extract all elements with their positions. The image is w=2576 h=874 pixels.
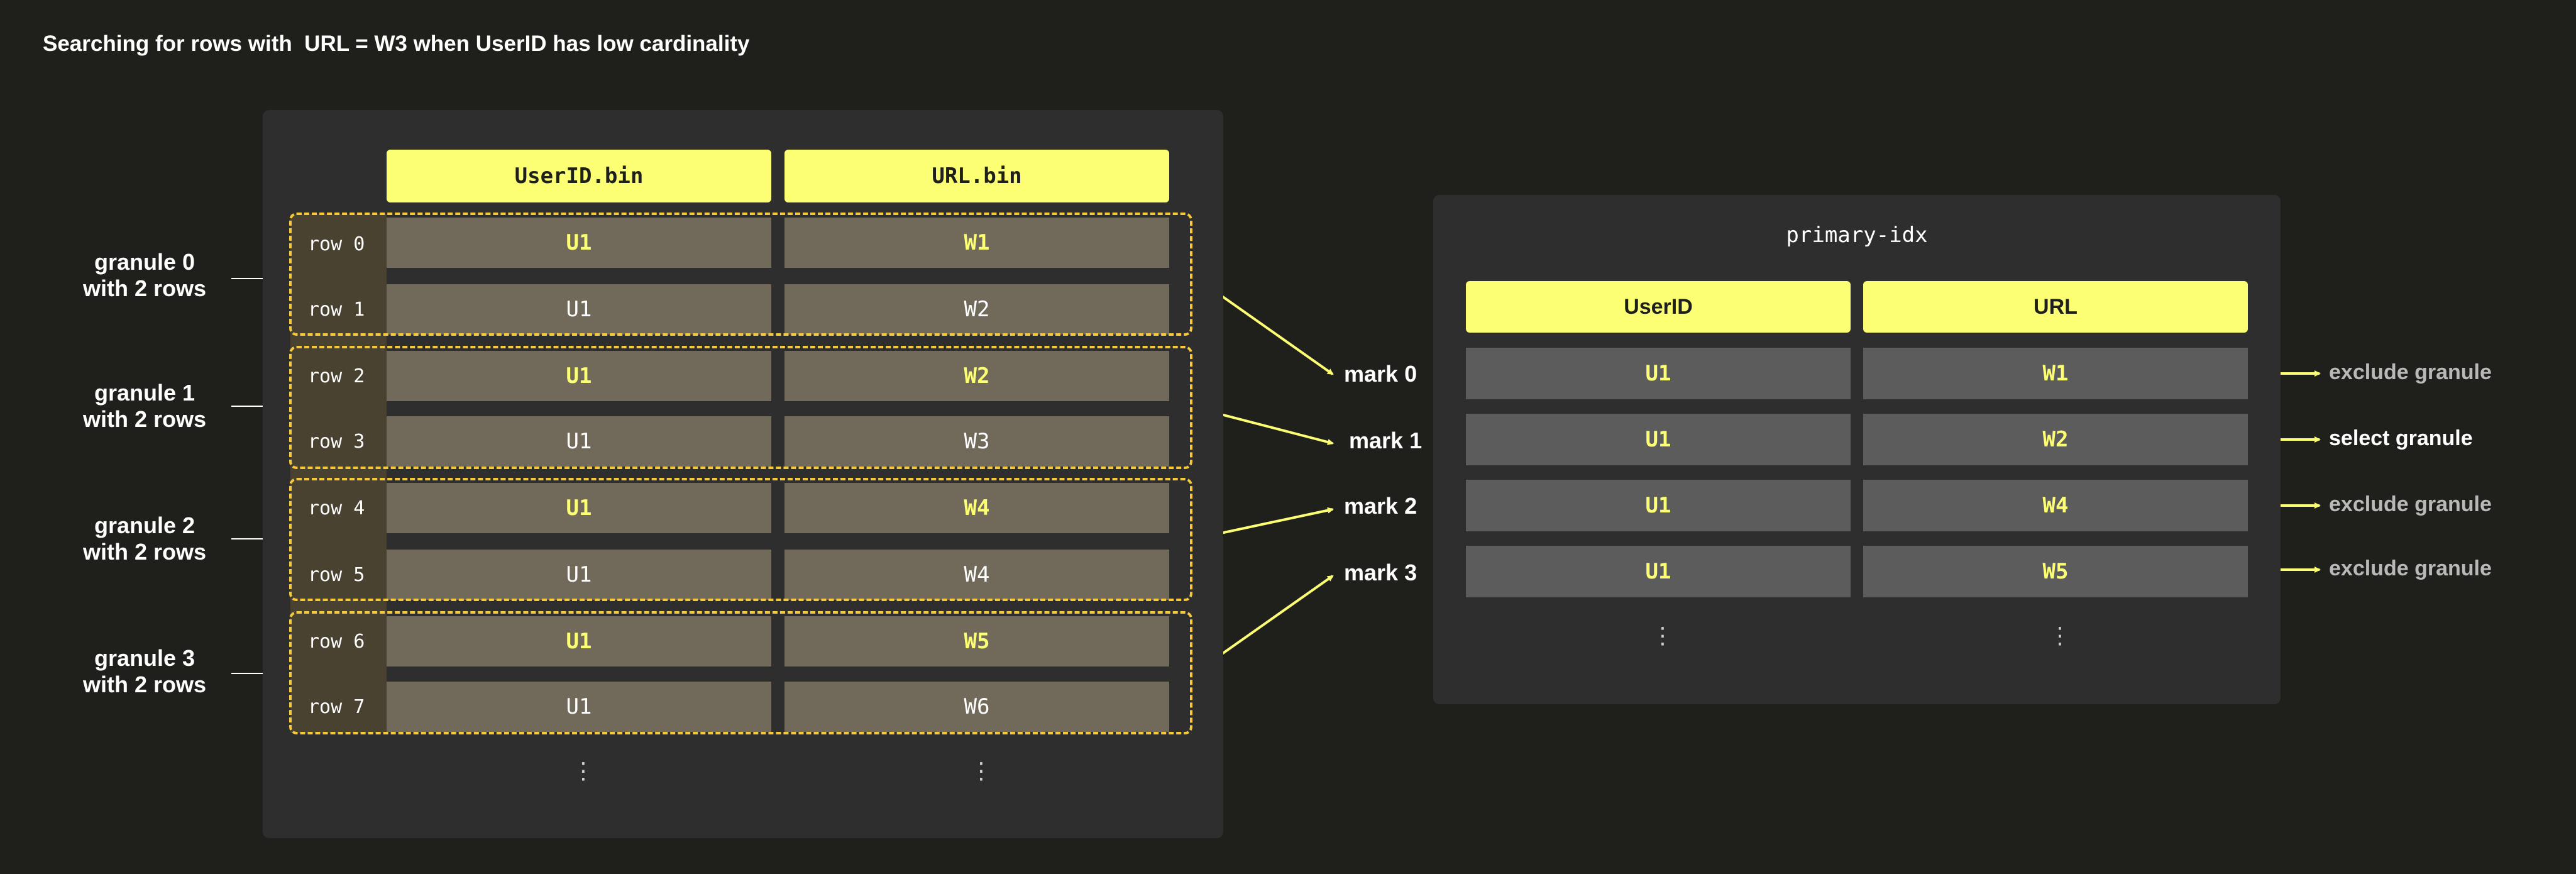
userid-cell-4: U1 — [387, 483, 771, 533]
userid-cell-0: U1 — [387, 218, 771, 268]
row-label-4: row 4 — [308, 497, 365, 519]
index-url-cell-2: W4 — [1863, 480, 2248, 531]
userid-cell-2: U1 — [387, 351, 771, 401]
url-ellipsis: ⋮ — [970, 758, 993, 783]
row-label-2: row 2 — [308, 365, 365, 387]
url-cell-2: W2 — [784, 351, 1169, 401]
index-url-cell-0: W1 — [1863, 348, 2248, 399]
result-label-1: select granule — [2329, 426, 2473, 450]
url-cell-1: W2 — [784, 284, 1169, 335]
index-url-cell-1: W2 — [1863, 414, 2248, 465]
userid-ellipsis: ⋮ — [572, 758, 595, 783]
mark-label-2: mark 2 — [1344, 493, 1417, 519]
result-label-3: exclude granule — [2329, 556, 2492, 580]
mark-label-1: mark 1 — [1349, 428, 1423, 453]
url-bin-header: URL.bin — [784, 150, 1169, 202]
url-cell-0: W1 — [784, 218, 1169, 268]
result-label-2: exclude granule — [2329, 492, 2492, 516]
userid-cell-7: U1 — [387, 682, 771, 732]
url-cell-7: W6 — [784, 682, 1169, 732]
url-cell-4: W4 — [784, 483, 1169, 533]
row-label-6: row 6 — [308, 630, 365, 653]
index-userid-cell-3: U1 — [1466, 546, 1851, 597]
result-label-0: exclude granule — [2329, 360, 2492, 384]
granule-3-outline — [289, 611, 1192, 734]
index-userid-header: UserID — [1466, 281, 1851, 333]
row-label-7: row 7 — [308, 695, 365, 718]
index-userid-cell-0: U1 — [1466, 348, 1851, 399]
userid-cell-3: U1 — [387, 416, 771, 467]
diagram-title: Searching for rows with URL = W3 when Us… — [43, 31, 750, 56]
row-label-3: row 3 — [308, 430, 365, 453]
row-label-5: row 5 — [308, 563, 365, 586]
index-userid-cell-2: U1 — [1466, 480, 1851, 531]
userid-cell-6: U1 — [387, 616, 771, 667]
index-userid-cell-1: U1 — [1466, 414, 1851, 465]
row-label-0: row 0 — [308, 233, 365, 255]
userid-cell-1: U1 — [387, 284, 771, 335]
primary-index-title: primary-idx — [1786, 223, 1928, 248]
index-userid-ellipsis: ⋮ — [1651, 622, 1674, 648]
url-cell-5: W4 — [784, 550, 1169, 600]
userid-bin-header: UserID.bin — [387, 150, 771, 202]
index-url-cell-3: W5 — [1863, 546, 2248, 597]
granule-2-outline — [289, 478, 1192, 601]
mark-label-0: mark 0 — [1344, 361, 1417, 387]
url-cell-3: W3 — [784, 416, 1169, 467]
index-url-ellipsis: ⋮ — [2049, 622, 2071, 648]
mark-label-3: mark 3 — [1344, 560, 1417, 585]
userid-cell-5: U1 — [387, 550, 771, 600]
granule-0-outline — [289, 213, 1192, 336]
row-label-1: row 1 — [308, 298, 365, 321]
row-label-strip — [290, 214, 387, 733]
index-url-header: URL — [1863, 281, 2248, 333]
url-cell-6: W5 — [784, 616, 1169, 667]
granule-1-outline — [289, 346, 1192, 469]
